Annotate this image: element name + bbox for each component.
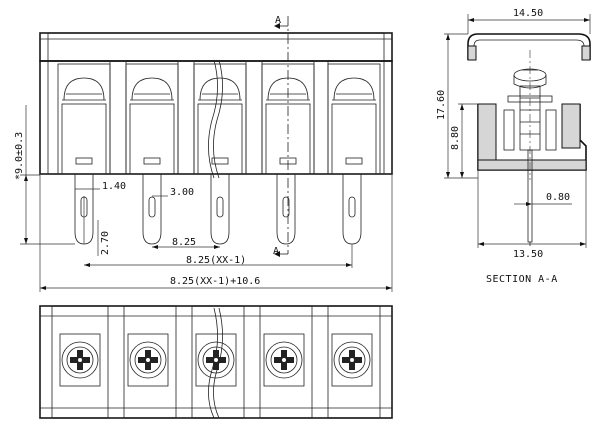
section-view bbox=[467, 33, 591, 246]
plan-view bbox=[39, 305, 393, 419]
section-mark-bottom: A bbox=[273, 246, 280, 257]
screw-1 bbox=[59, 333, 101, 387]
section-width-bottom: 13.50 bbox=[513, 249, 543, 260]
pitch-range-dim: 8.25(XX-1) bbox=[186, 255, 246, 266]
section-mark-top: A bbox=[275, 15, 282, 26]
pitch-dim: 8.25 bbox=[172, 237, 196, 248]
pin-3 bbox=[210, 174, 230, 245]
pin-width-dim: 1.40 bbox=[102, 181, 126, 192]
screw-2 bbox=[127, 333, 169, 387]
terminal-1 bbox=[57, 63, 111, 175]
height-dim: *9.0±0.3 bbox=[14, 132, 25, 180]
pin-5 bbox=[342, 174, 362, 245]
front-terminals bbox=[57, 59, 381, 179]
pin-thickness-dim: 0.80 bbox=[546, 192, 570, 203]
section-title: SECTION A-A bbox=[486, 274, 558, 285]
screw-3 bbox=[195, 333, 237, 387]
overall-dim: 8.25(XX-1)+10.6 bbox=[170, 276, 260, 287]
section-width-top: 14.50 bbox=[513, 8, 543, 19]
section-height-total: 17.60 bbox=[436, 90, 447, 120]
section-dimensions: 14.50 17.60 8.80 0.80 13.50 SECTION A-A bbox=[436, 8, 591, 285]
section-line: A A bbox=[273, 15, 289, 257]
plan-screws bbox=[59, 333, 373, 387]
pin-offset-dim: 3.00 bbox=[170, 187, 194, 198]
pin-4 bbox=[276, 174, 296, 245]
front-dimensions: *9.0±0.3 1.40 3.00 2.70 8.25 8.25(XX-1) … bbox=[14, 105, 393, 292]
terminal-3 bbox=[193, 63, 247, 175]
section-height-body: 8.80 bbox=[450, 126, 461, 150]
separators bbox=[109, 60, 329, 175]
screw-4 bbox=[263, 333, 305, 387]
pin-length-dim: 2.70 bbox=[100, 231, 111, 255]
terminal-5 bbox=[327, 63, 381, 175]
terminal-2 bbox=[125, 63, 179, 175]
break-line bbox=[208, 59, 218, 179]
screw-5 bbox=[331, 333, 373, 387]
pin-2 bbox=[142, 174, 162, 245]
